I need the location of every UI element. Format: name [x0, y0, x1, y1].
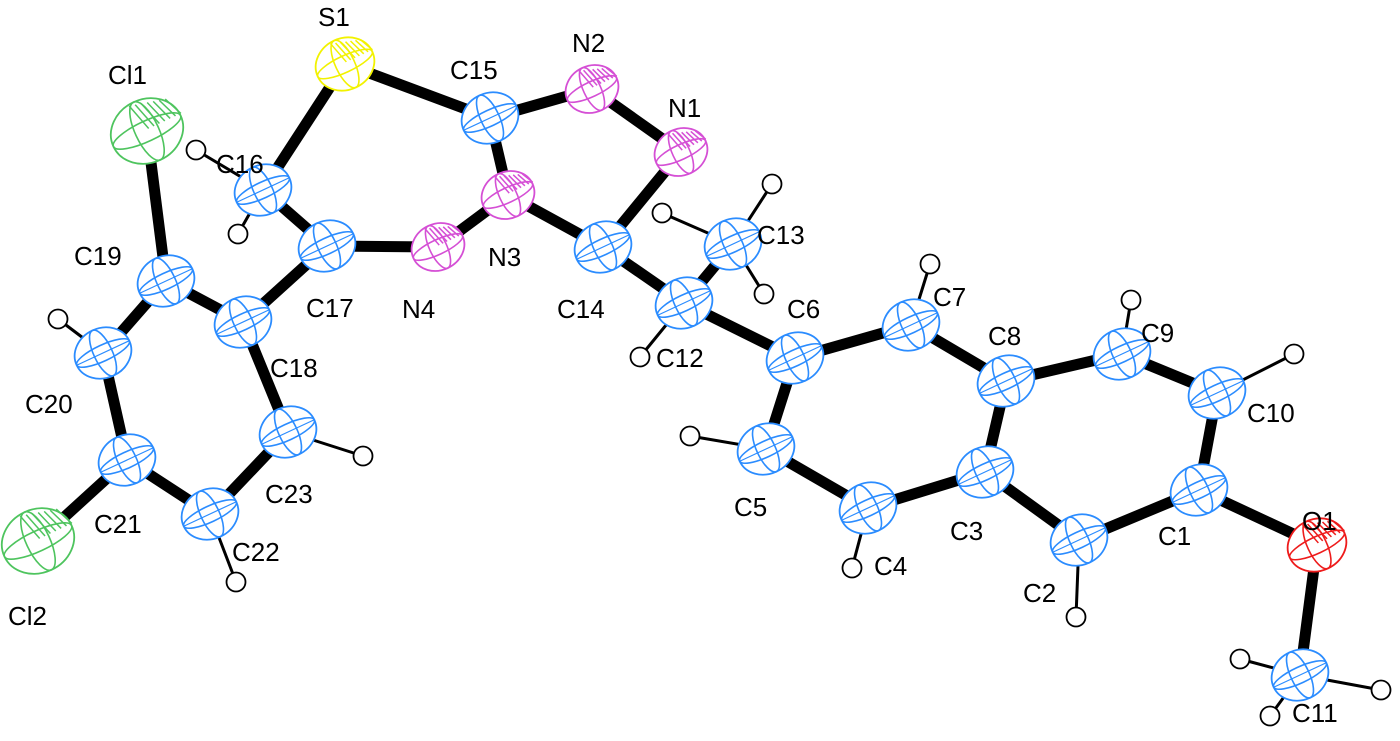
hydrogen-atom — [651, 202, 673, 224]
hydrogen-atom — [761, 173, 783, 195]
atom-label-c6: C6 — [787, 294, 820, 324]
atom-cl2 — [0, 507, 76, 575]
atom-label-cl1: Cl1 — [108, 60, 147, 90]
atom-c14 — [573, 220, 633, 274]
atom-label-c22: C22 — [232, 537, 280, 567]
atom-n2 — [564, 64, 620, 114]
atom-label-c19: C19 — [74, 241, 122, 271]
atom-c6 — [765, 331, 825, 385]
hydrogen-atom — [919, 253, 941, 275]
atom-label-cl2: Cl2 — [8, 601, 47, 631]
atom-c12 — [654, 276, 714, 330]
atom-c16 — [233, 163, 293, 217]
atom-label-c8: C8 — [988, 321, 1021, 351]
hydrogen-atom — [1283, 343, 1305, 365]
hydrogen-atom — [47, 308, 69, 330]
atom-label-c7: C7 — [933, 282, 966, 312]
atom-c7 — [881, 298, 941, 352]
hydrogen-atom — [1229, 648, 1251, 670]
atom-c19 — [136, 254, 196, 308]
atom-label-c3: C3 — [950, 516, 983, 546]
hydrogen-atom — [1370, 679, 1392, 701]
atom-label-c9: C9 — [1141, 318, 1174, 348]
atom-label-n1: N1 — [668, 93, 701, 123]
atom-label-c4: C4 — [874, 551, 907, 581]
atom-label-c13: C13 — [757, 220, 805, 250]
atom-n3 — [480, 170, 536, 220]
atom-label-n2: N2 — [572, 28, 605, 58]
atom-c4 — [838, 481, 898, 535]
atom-n1 — [653, 127, 709, 177]
atom-label-c11: C11 — [1292, 698, 1338, 728]
atom-label-c18: C18 — [270, 353, 318, 383]
atom-c3 — [955, 445, 1015, 499]
atom-c22 — [180, 487, 240, 541]
atom-label-n3: N3 — [488, 242, 521, 272]
atom-o1 — [1286, 517, 1348, 573]
hydrogen-atom — [1120, 289, 1142, 311]
atom-label-c12: C12 — [656, 343, 704, 373]
atom-c20 — [73, 326, 133, 380]
atom-label-c5: C5 — [734, 492, 767, 522]
atom-c11 — [1270, 648, 1330, 702]
atom-label-c1: C1 — [1158, 521, 1191, 551]
hydrogen-atom — [352, 445, 374, 467]
atom-label-n4: N4 — [402, 294, 435, 324]
atom-c5 — [736, 422, 796, 476]
hydrogen-atom — [225, 571, 247, 593]
hydrogen-atom — [679, 425, 701, 447]
hydrogen-atom — [185, 139, 207, 161]
atom-c23 — [258, 405, 318, 459]
atom-c15 — [460, 91, 520, 145]
atom-label-c23: C23 — [265, 479, 313, 509]
atom-c21 — [97, 433, 157, 487]
atom-s1 — [314, 36, 376, 92]
atom-label-c21: C21 — [94, 509, 142, 539]
hydrogen-atom — [841, 557, 863, 579]
atom-label-c2: C2 — [1023, 578, 1056, 608]
atom-c13 — [703, 217, 763, 271]
hydrogen-atom — [1259, 705, 1281, 727]
hydrogen-atom — [753, 283, 775, 305]
atom-c8 — [976, 354, 1036, 408]
atom-label-c16: C16 — [216, 149, 264, 179]
hydrogen-atom — [629, 346, 651, 368]
atom-c18 — [213, 295, 273, 349]
hydrogen-atom — [227, 223, 249, 245]
atom-label-c14: C14 — [557, 294, 605, 324]
atom-n4 — [410, 222, 466, 272]
atom-c9 — [1092, 327, 1152, 381]
atom-label-o1: O1 — [1302, 506, 1337, 536]
atom-label-c15: C15 — [450, 55, 498, 85]
atom-label-s1: S1 — [318, 2, 350, 32]
atom-c2 — [1049, 513, 1109, 567]
atom-label-c10: C10 — [1247, 398, 1295, 428]
atom-c10 — [1187, 366, 1247, 420]
atom-c17 — [297, 219, 357, 273]
hydrogen-atom — [1065, 606, 1087, 628]
atom-label-c20: C20 — [25, 389, 73, 419]
atom-cl1 — [109, 97, 185, 165]
atom-c1 — [1169, 463, 1229, 517]
atom-label-c17: C17 — [306, 293, 354, 323]
